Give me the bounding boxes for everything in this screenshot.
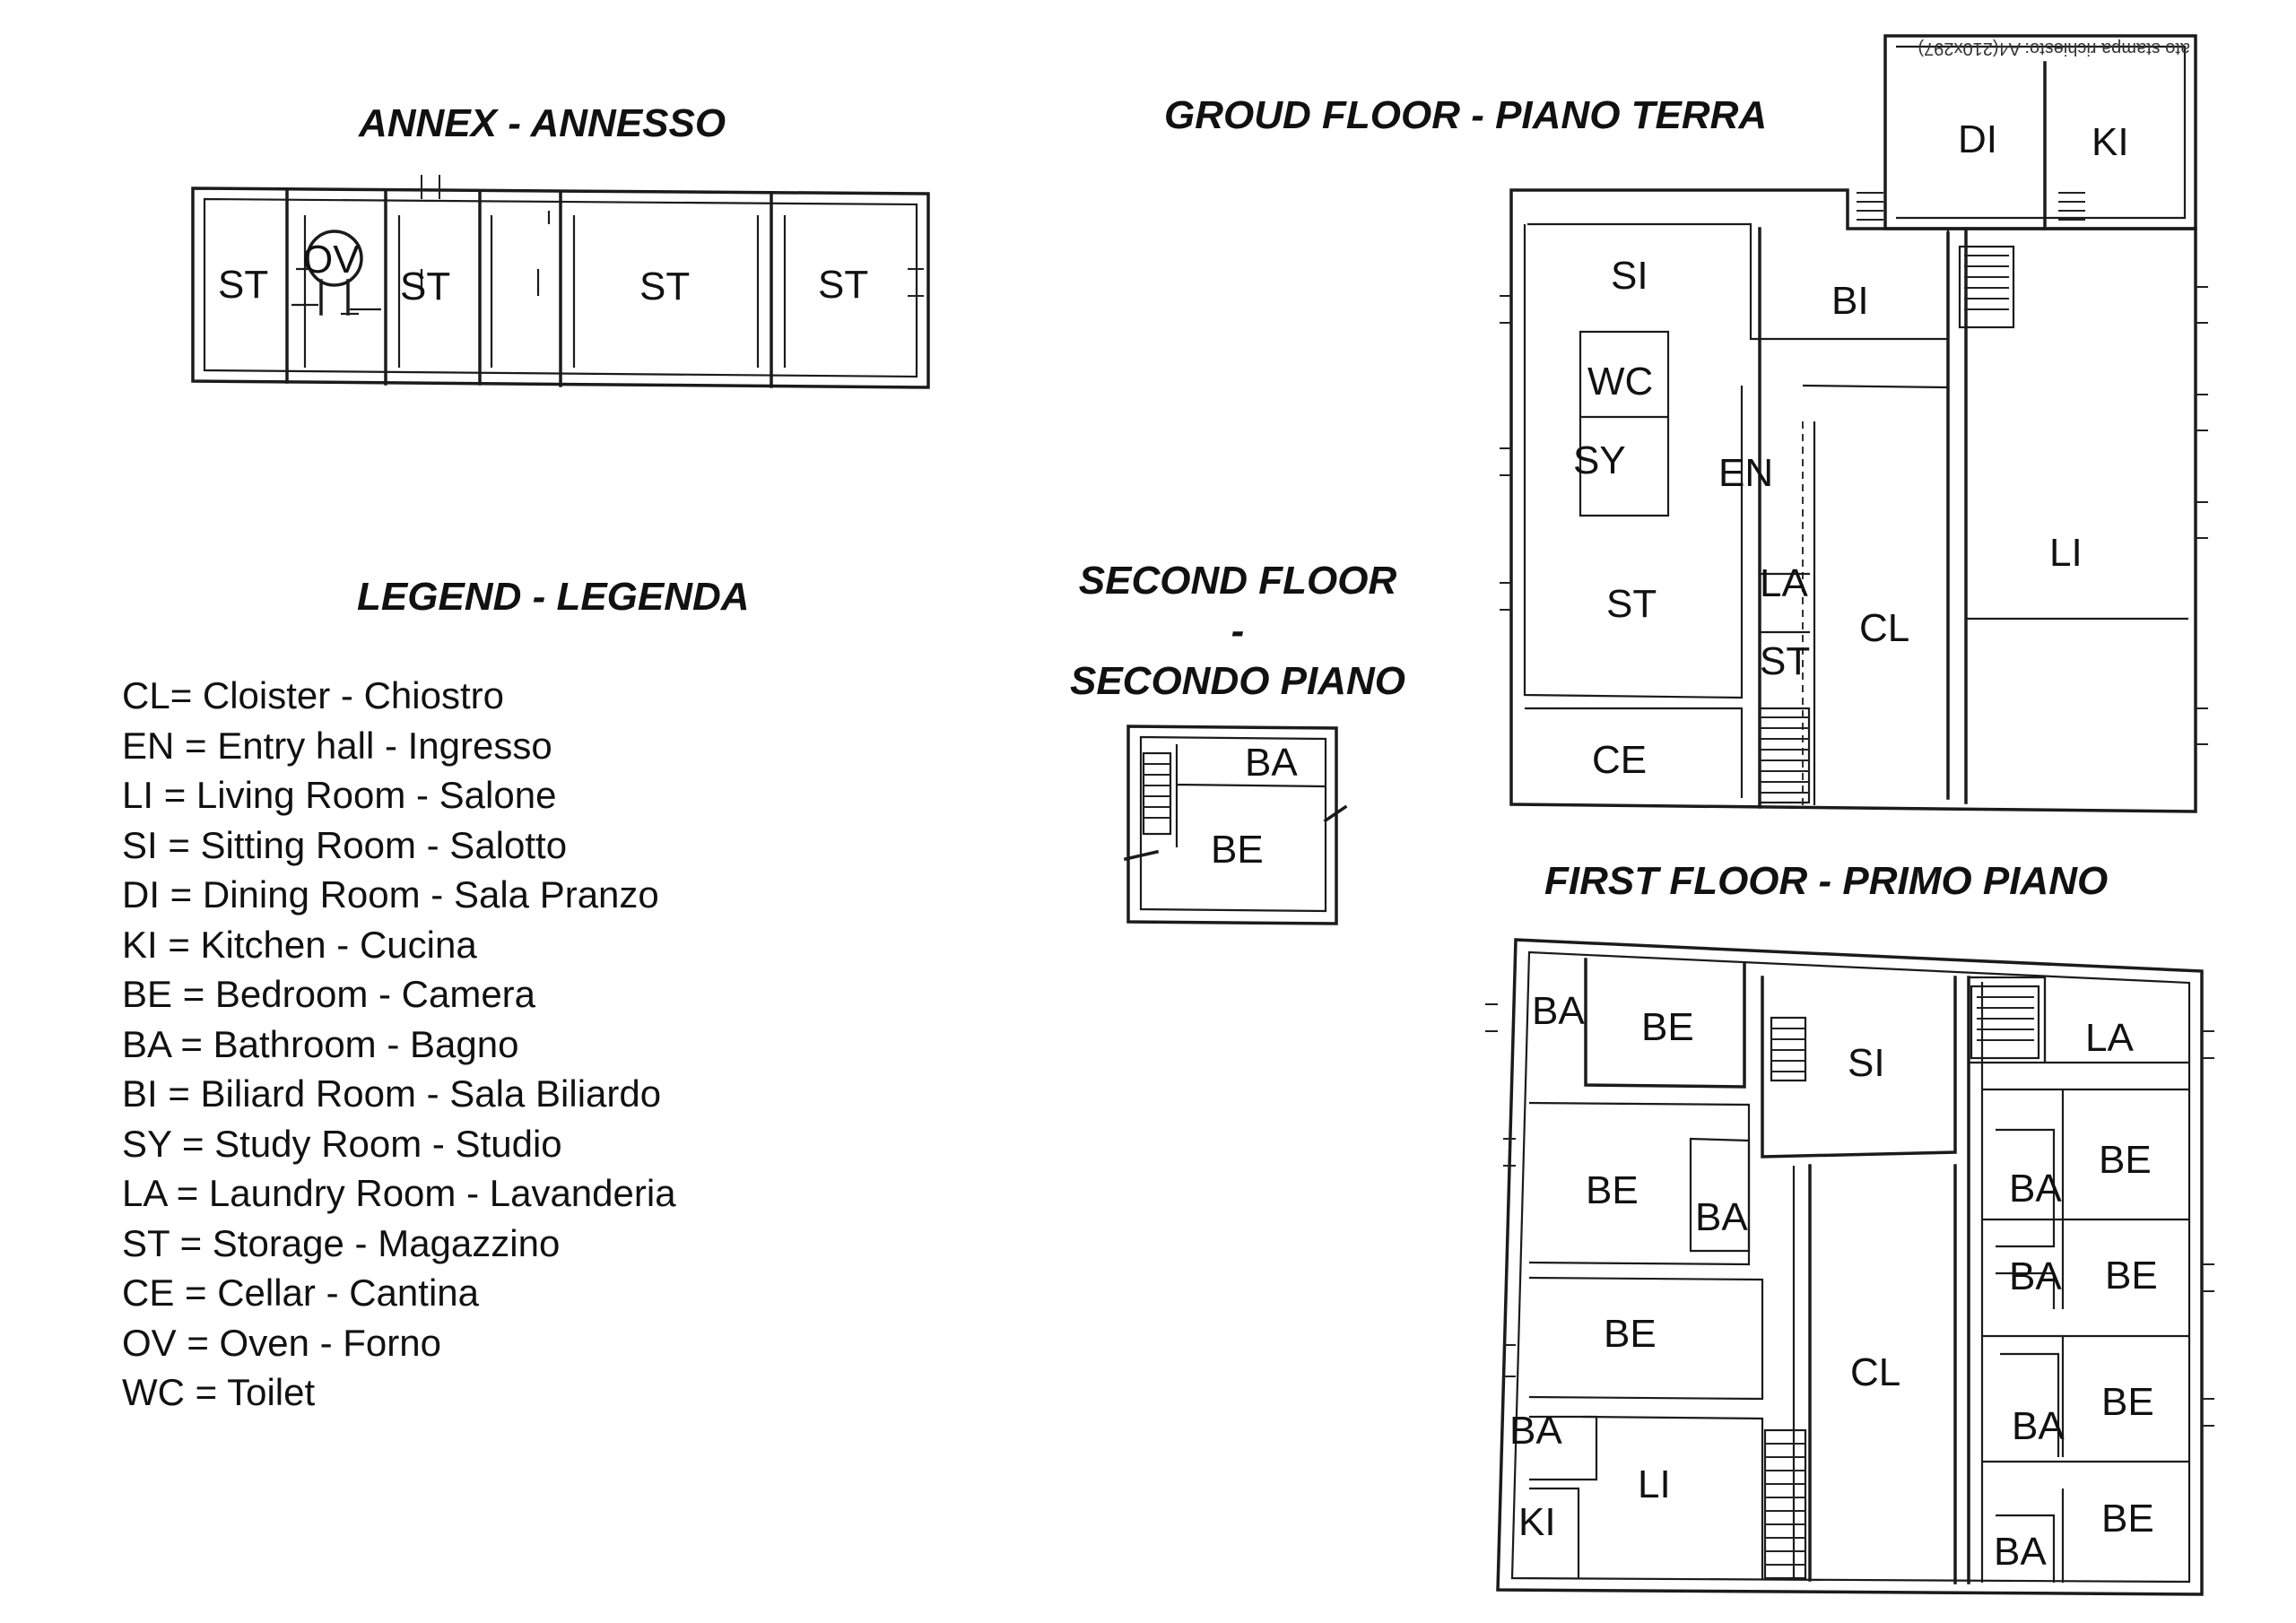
first-room-label: BA — [1532, 989, 1585, 1033]
legend-item: CE = Cellar - Cantina — [122, 1271, 479, 1314]
first-room-label: BA — [1695, 1195, 1748, 1239]
first-room-label: BA — [2009, 1167, 2062, 1211]
annex-room-label: ST — [818, 263, 868, 307]
legend-item: BI = Biliard Room - Sala Biliardo — [122, 1072, 662, 1115]
first-room-label: BE — [2101, 1497, 2154, 1541]
legend-item: OV = Oven - Forno — [122, 1321, 441, 1364]
annex-room-label: ST — [218, 263, 268, 307]
annex-room-label: ST — [639, 265, 690, 308]
ground-room-label: DI — [1958, 117, 1997, 161]
ground-room-label: EN — [1718, 451, 1773, 495]
legend-item: BA = Bathroom - Bagno — [122, 1022, 519, 1065]
legend-item: SY = Study Room - Studio — [122, 1122, 562, 1165]
legend-title: LEGEND - LEGENDA — [357, 575, 750, 619]
first-room-label: BE — [1586, 1168, 1639, 1212]
print-stamp-text: ato stampa richiesto: A4(210x297) — [1918, 39, 2190, 58]
ground-room-label: ST — [1606, 582, 1657, 626]
second-floor-plan: BA BE — [1123, 725, 1348, 925]
first-room-label: BE — [2101, 1380, 2154, 1424]
first-room-label: BA — [2012, 1404, 2065, 1448]
legend-item: KI = Kitchen - Cucina — [122, 923, 477, 966]
ground-room-label: LI — [2049, 531, 2083, 575]
ground-room-label: SY — [1573, 438, 1626, 482]
legend-list: CL= Cloister - Chiostro EN = Entry hall … — [122, 671, 676, 1418]
ground-room-label: KI — [2092, 120, 2129, 164]
second-floor-title-line1: SECOND FLOOR — [1078, 559, 1397, 603]
ground-room-label: SI — [1611, 254, 1648, 298]
first-floor-title: FIRST FLOOR - PRIMO PIANO — [1544, 859, 2109, 903]
first-room-label: BA — [1509, 1409, 1562, 1453]
first-room-label: KI — [1518, 1500, 1556, 1544]
legend-item: LA = Laundry Room - Lavanderia — [122, 1172, 676, 1214]
ground-room-label: LA — [1760, 561, 1808, 605]
legend-item: ST = Storage - Magazzino — [122, 1221, 561, 1264]
legend-item: SI = Sitting Room - Salotto — [122, 823, 568, 866]
first-room-label: BE — [2105, 1254, 2158, 1298]
second-floor-title-line2: - — [1231, 609, 1245, 653]
legend-item: LI = Living Room - Salone — [122, 774, 557, 816]
annex-room-label: OV — [302, 238, 360, 282]
ground-room-label: CL — [1859, 606, 1909, 650]
annex-plan: ST OV ST ST ST — [191, 175, 930, 389]
second-room-label: BA — [1245, 741, 1298, 785]
first-room-label: BE — [1604, 1312, 1657, 1356]
ground-floor-title: GROUD FLOOR - PIANO TERRA — [1164, 93, 1768, 137]
first-room-label: LA — [2085, 1016, 2134, 1060]
annex-title: ANNEX - ANNESSO — [359, 101, 726, 145]
legend-item: DI = Dining Room - Sala Pranzo — [122, 873, 659, 916]
ground-room-label: ST — [1760, 639, 1810, 683]
legend-item: WC = Toilet — [122, 1371, 316, 1413]
second-floor-title-line3: SECONDO PIANO — [1069, 659, 1406, 703]
first-room-label: BA — [2009, 1254, 2062, 1298]
second-floor-title: SECOND FLOOR - SECONDO PIANO — [1049, 556, 1426, 707]
legend-item: EN = Entry hall - Ingresso — [122, 724, 552, 767]
first-room-label: SI — [1848, 1041, 1885, 1085]
legend-item: CL= Cloister - Chiostro — [122, 674, 504, 716]
first-room-label: BA — [1994, 1530, 2047, 1574]
annex-room-label: ST — [400, 265, 450, 308]
second-room-label: BE — [1211, 828, 1264, 872]
legend-item: BE = Bedroom - Camera — [122, 973, 536, 1015]
first-room-label: BE — [2099, 1138, 2152, 1182]
first-room-label: LI — [1638, 1462, 1671, 1506]
ground-room-label: WC — [1587, 360, 1653, 404]
first-floor-plan: BA BE SI LA BE BA BA BE BA BE BE CL BA B… — [1485, 938, 2214, 1596]
first-room-label: CL — [1850, 1350, 1900, 1394]
first-room-label: BE — [1641, 1005, 1694, 1049]
ground-room-label: CE — [1592, 738, 1647, 782]
ground-room-label: BI — [1831, 279, 1869, 323]
ground-floor-plan: ato stampa richiesto: A4(210x297) DI KI … — [1500, 34, 2208, 813]
